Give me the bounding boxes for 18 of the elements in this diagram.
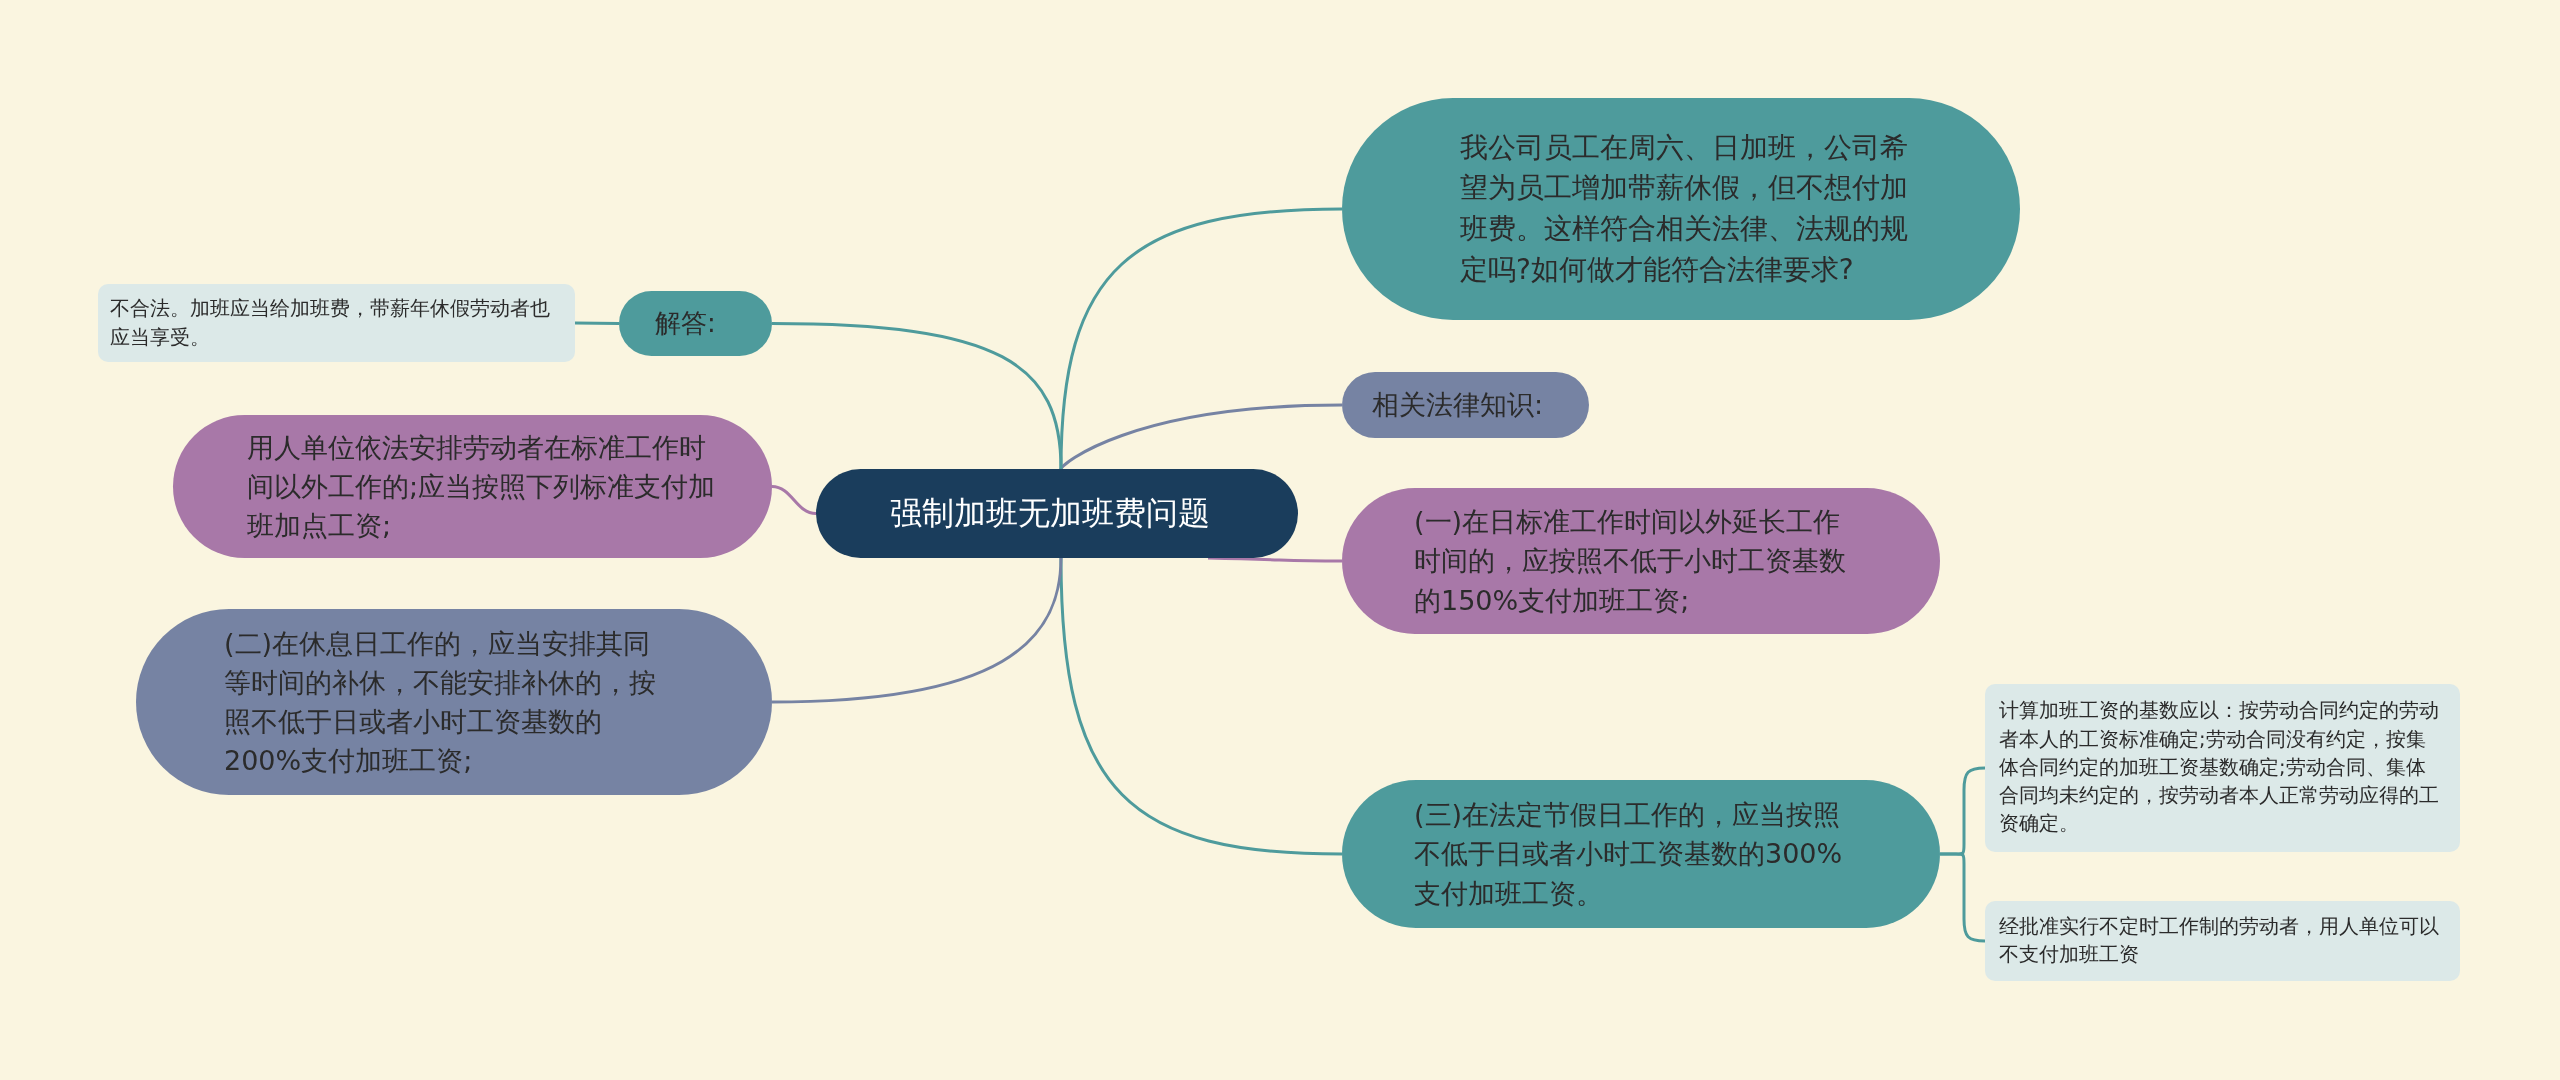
connector-line [771,322,1063,470]
topic-box: 解答: [619,291,772,356]
note-box: 计算加班工资的基数应以：按劳动合同约定的劳动者本人的工资标准确定;劳动合同没有约定，按集体合同约定的加班工资基数确定;劳动合同、集体合同均未约定的，按劳动者本人正常劳动应得的工资确定。 [1985,684,2460,852]
topic-box: (一)在日标准工作时间以外延长工作时间的，应按照不低于小时工资基数的150%支付加班工资; [1342,488,1940,634]
connector-line [1207,556,1342,563]
connector-line [771,557,1063,704]
note-box: 不合法。加班应当给加班费，带薪年休假劳动者也应当享受。 [98,284,575,362]
connector-line [1059,557,1343,856]
topic-box: 用人单位依法安排劳动者在标准工作时间以外工作的;应当按照下列标准支付加班加点工资; [173,415,772,558]
topic-box: 我公司员工在周六、日加班，公司希望为员工增加带薪休假，但不想付加班费。这样符合相关法律、法规的规定吗?如何做才能符合法律要求? [1342,98,2020,320]
connector-line [1059,403,1343,470]
topic-box: 相关法律知识: [1342,372,1589,438]
root-topic-box: 强制加班无加班费问题 [816,469,1298,558]
connector-line [575,321,619,325]
connector-line [771,485,817,515]
topic-box: (三)在法定节假日工作的，应当按照不低于日或者小时工资基数的300%支付加班工资。 [1342,780,1940,928]
note-box: 经批准实行不定时工作制的劳动者，用人单位可以不支付加班工资 [1985,901,2460,981]
topic-box: (二)在休息日工作的，应当安排其同等时间的补休，不能安排补休的，按照不低于日或者小时工资基数的200%支付加班工资; [136,609,772,795]
